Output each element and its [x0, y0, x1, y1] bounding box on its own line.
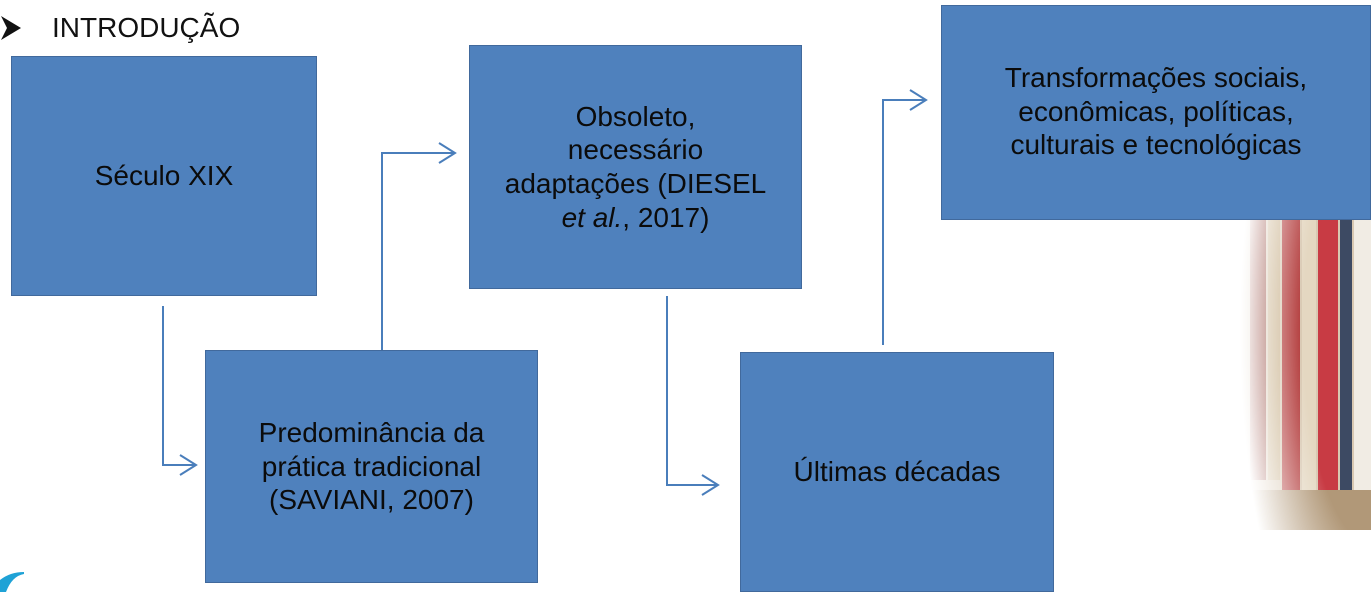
connector-ultimas-transformacoes [882, 99, 926, 345]
box-ultimas-decadas: Últimas décadas [740, 352, 1054, 592]
connector-seculo-predominancia [162, 306, 196, 466]
box-obsoleto-line1: Obsoleto, [575, 100, 696, 132]
corner-accent-shape [0, 572, 24, 592]
box-transformacoes-line1: Transformações sociais, [1004, 62, 1308, 93]
box-seculo-xix: Século XIX [11, 56, 317, 296]
box-obsoleto-year: , 2017) [622, 201, 710, 233]
box-transformacoes-line3: culturais e tecnológicas [1010, 129, 1302, 161]
box-transformacoes: Transformações sociais, econômicas, polí… [941, 5, 1371, 220]
slide-heading: INTRODUÇÃO [0, 8, 240, 48]
arrowhead-bullet-icon [1, 16, 21, 40]
box-obsoleto-line3: adaptações (DIESEL [504, 168, 767, 199]
heading-text: INTRODUÇÃO [52, 12, 241, 43]
connector-obsoleto-ultimas [666, 296, 718, 486]
box-obsoleto-et-al: et al. [561, 201, 623, 233]
box-transformacoes-line2: econômicas, políticas, [1018, 95, 1294, 127]
box-predominancia: Predominância da prática tradicional (SA… [205, 350, 538, 583]
box-seculo-text: Século XIX [94, 160, 234, 192]
box-ultimas-text: Últimas décadas [793, 456, 1001, 488]
box-obsoleto-line2: necessário [567, 134, 704, 166]
box-obsoleto-line4: et al., 2017) [562, 201, 710, 235]
box-predominancia-line2: prática tradicional [261, 450, 482, 482]
box-obsoleto: Obsoleto, necessário adaptações (DIESEL … [469, 45, 802, 289]
box-predominancia-line1: Predominância da [258, 417, 485, 449]
box-predominancia-line3: (SAVIANI, 2007) [269, 484, 474, 516]
